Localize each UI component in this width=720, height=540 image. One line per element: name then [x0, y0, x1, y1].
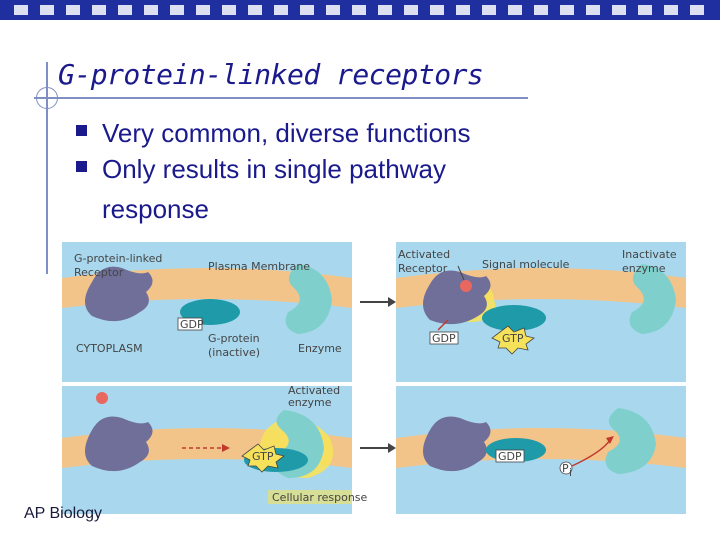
receptor-shape: [85, 266, 153, 322]
footer-course-label: AP Biology: [24, 505, 102, 522]
gtp-label: GTP: [502, 332, 524, 345]
activated-receptor-label: Activated: [398, 248, 450, 261]
top-decorative-bar: [0, 0, 720, 20]
panel-2: Activated Receptor Signal molecule Inact…: [396, 242, 686, 382]
gdp-box: [177, 317, 203, 331]
inactivate-enzyme-label: Inactivate: [622, 248, 677, 261]
receptor-label: G-protein-linked: [74, 252, 162, 265]
bullet-continuation: response: [102, 194, 209, 224]
gprotein-label: (inactive): [208, 346, 260, 359]
activated-enzyme-label: Activated: [288, 384, 340, 397]
decorative-vertical-line: [46, 62, 48, 274]
inactivate-enzyme-label: enzyme: [622, 262, 666, 275]
enzyme-shape: [285, 264, 332, 334]
cellular-response-label: Cellular response: [272, 491, 368, 504]
panel-3: Activated enzyme GTP Cellular response: [62, 384, 368, 514]
activated-enzyme-label: enzyme: [288, 396, 332, 409]
gdp-label: GDP: [180, 318, 204, 331]
signal-molecule-shape: [460, 280, 472, 292]
title-underline: [34, 97, 528, 99]
gprotein-pathway-figure: G-protein-linked Receptor Plasma Membran…: [62, 242, 686, 514]
square-bullet-icon: [76, 161, 87, 172]
square-bullet-icon: [76, 125, 87, 136]
slide-title: G-protein-linked receptors: [58, 58, 484, 91]
gtp-burst-icon: [491, 325, 535, 355]
decorative-crosshair: [36, 87, 58, 109]
receptor-label: Receptor: [74, 266, 124, 279]
phosphate-subscript: i: [569, 466, 572, 479]
phosphate-label: P: [562, 462, 569, 475]
activated-receptor-label: Receptor: [398, 262, 448, 275]
gprotein-label: G-protein: [208, 332, 260, 345]
panel-1: G-protein-linked Receptor Plasma Membran…: [62, 242, 352, 382]
enzyme-label: Enzyme: [298, 342, 342, 355]
panel-4: GDP P i: [396, 386, 686, 514]
gdp-label: GDP: [498, 450, 522, 463]
gdp-label: GDP: [432, 332, 456, 345]
bullet-text: Very common, diverse functions: [102, 118, 471, 148]
membrane-label: Plasma Membrane: [208, 260, 310, 273]
cytoplasm-label: CYTOPLASM: [76, 342, 143, 355]
signal-molecule-label: Signal molecule: [482, 258, 570, 271]
gtp-label: GTP: [252, 450, 274, 463]
bullet-text: Only results in single pathway: [102, 154, 446, 184]
